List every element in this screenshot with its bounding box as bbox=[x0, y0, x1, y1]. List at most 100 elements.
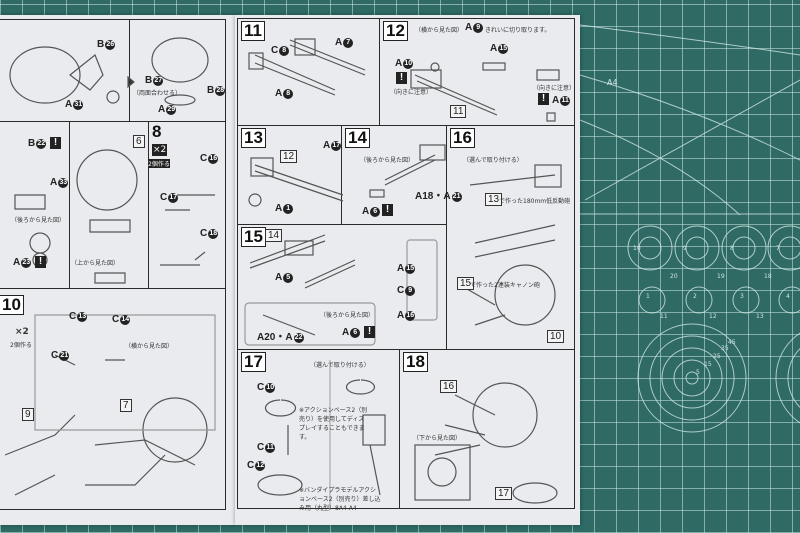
svg-text:11: 11 bbox=[660, 313, 668, 320]
mat-label-a4: A4 bbox=[607, 78, 618, 87]
note-orientation: （向きに注意） bbox=[390, 89, 433, 96]
svg-text:2: 2 bbox=[693, 293, 697, 300]
ref-step-10: 10 bbox=[547, 330, 565, 343]
svg-text:20: 20 bbox=[670, 273, 678, 280]
note-choose: （選んで取り付ける） bbox=[463, 157, 523, 164]
svg-text:25: 25 bbox=[713, 353, 721, 360]
step-number-8: 8 bbox=[150, 122, 164, 141]
step-illustrations-right bbox=[244, 38, 562, 510]
svg-text:19: 19 bbox=[717, 273, 725, 280]
svg-text:5: 5 bbox=[696, 369, 700, 376]
svg-text:10: 10 bbox=[633, 245, 641, 252]
note-orientation: （向きに注意） bbox=[533, 85, 576, 92]
ref-step-6: 6 bbox=[133, 135, 145, 148]
ref-step-15: 15 bbox=[457, 277, 475, 290]
warning-icon: ! bbox=[396, 72, 407, 84]
step-number-17: 17 bbox=[241, 352, 266, 372]
svg-text:45: 45 bbox=[728, 339, 736, 346]
warning-icon: ! bbox=[364, 326, 375, 338]
panel-step-18 bbox=[399, 349, 575, 509]
step-number-18: 18 bbox=[403, 352, 428, 372]
ref-step-12: 12 bbox=[280, 150, 298, 163]
note-twin-cannon: で作った2連装キャノン砲 bbox=[470, 282, 540, 289]
step-number-11: 11 bbox=[241, 21, 265, 41]
step-number-16: 16 bbox=[450, 128, 475, 148]
note-rear-view: （後ろから見た図） bbox=[11, 217, 66, 224]
svg-text:7: 7 bbox=[776, 245, 780, 252]
svg-text:15: 15 bbox=[704, 361, 712, 368]
warning-icon: ! bbox=[50, 137, 61, 149]
svg-text:18: 18 bbox=[764, 273, 772, 280]
step-number-12: 12 bbox=[383, 21, 408, 41]
note-action-base: ※アクションベース2（別売り）を使用してディスプレイすることもできます。 bbox=[299, 407, 368, 441]
ref-step-17: 17 bbox=[495, 487, 513, 500]
warning-icon: ! bbox=[35, 256, 46, 268]
ref-step-16: 16 bbox=[440, 380, 458, 393]
ref-step-13: 13 bbox=[485, 193, 503, 206]
step-number-10: 10 bbox=[0, 295, 24, 315]
note-action-base-adapter: ※バンダイプラモデルアクションベース2（別売り）差し込み用（丸型）8A4-A4 bbox=[299, 487, 381, 512]
note-top-view: （上から見た図） bbox=[71, 260, 120, 267]
note-rear-view: （後ろから見た図） bbox=[360, 157, 415, 164]
note-both-sides: （両面合わせる） bbox=[133, 90, 182, 97]
svg-text:35: 35 bbox=[721, 345, 729, 352]
step-illustrations-left bbox=[4, 37, 216, 496]
note-cannon-180mm: で作った180mm低反動砲 bbox=[499, 198, 571, 205]
badge-x2: ×2 bbox=[15, 327, 29, 337]
svg-text:9: 9 bbox=[683, 245, 687, 252]
note-side-view: （横から見た図） bbox=[415, 27, 464, 34]
badge-x2-note: 2個作る bbox=[10, 342, 32, 349]
note-bottom-view: （下から見た図） bbox=[413, 435, 462, 442]
step-number-14: 14 bbox=[345, 128, 370, 148]
step-number-13: 13 bbox=[241, 128, 266, 148]
ref-step-9: 9 bbox=[22, 408, 34, 421]
note-rear-view: （後ろから見た図） bbox=[320, 312, 375, 319]
step-number-15: 15 bbox=[241, 227, 266, 247]
badge-x2: ×2 bbox=[152, 144, 168, 156]
note-side-view: （横から見た図） bbox=[125, 343, 174, 350]
svg-text:12: 12 bbox=[709, 313, 717, 320]
svg-text:8: 8 bbox=[730, 245, 734, 252]
ref-step-11: 11 bbox=[450, 105, 467, 118]
warning-icon: ! bbox=[382, 204, 393, 216]
note-choose: （選んで取り付ける） bbox=[310, 362, 370, 369]
ref-step-14: 14 bbox=[265, 229, 283, 242]
ref-step-7: 7 bbox=[120, 399, 132, 412]
badge-x2-note: 2個作る bbox=[148, 159, 170, 168]
svg-text:13: 13 bbox=[756, 313, 764, 320]
